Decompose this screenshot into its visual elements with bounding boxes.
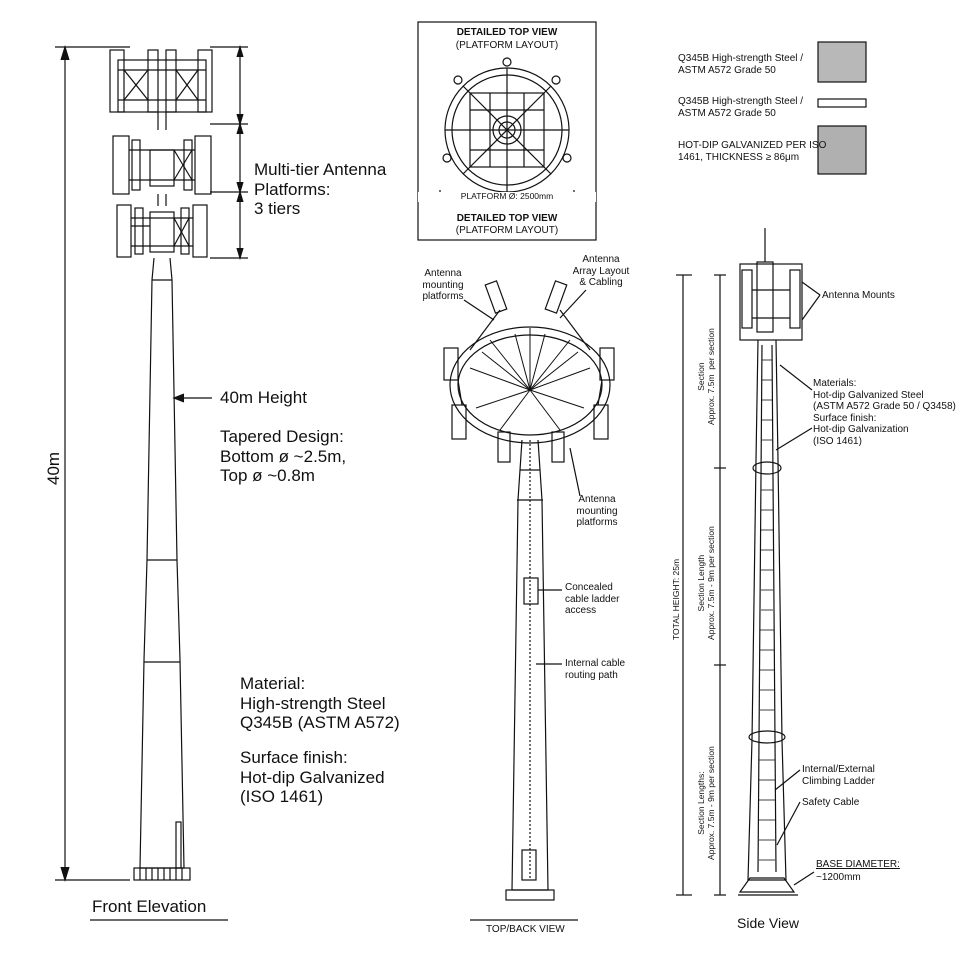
front-view-title: Front Elevation: [92, 897, 207, 916]
back-view-title: TOP/BACK VIEW: [486, 924, 565, 935]
section-1-dimension: Section Approx. 7.5m per section: [696, 328, 716, 425]
back-view-tower: [443, 280, 615, 921]
side-view-title: Side View: [737, 915, 800, 931]
top-view-platform-layout: [417, 21, 597, 241]
section-2-dimension: Section Length Approx. 7.5m - 9m per sec…: [696, 526, 716, 640]
base-diameter-title: BASE DIAMETER:: [816, 859, 900, 870]
antenna-mounts-label: Antenna Mounts: [822, 290, 895, 301]
finish-label: Surface finish: Hot-dip Galvanized (ISO …: [240, 748, 385, 807]
tiers-label: Multi-tier Antenna Platforms: 3 tiers: [254, 160, 387, 219]
safety-cable-label: Safety Cable: [802, 797, 860, 808]
material-legend: [817, 41, 867, 175]
mount-top-label: Antenna mounting platforms: [422, 268, 464, 302]
mount-bottom-label: Antenna mounting platforms: [576, 494, 618, 528]
side-view-tower: [676, 228, 821, 896]
legend-item-3: HOT-DIP GALVANIZED PER ISO 1461, THICKNE…: [678, 140, 827, 163]
array-label: Antenna Array Layout & Cabling: [572, 254, 630, 288]
taper-label: Tapered Design: Bottom ø ~2.5m, Top ø ~0…: [220, 427, 347, 486]
front-height-dimension: 40m: [44, 451, 63, 485]
top-view-title-2: DETAILED TOP VIEW: [456, 213, 558, 224]
section-3-dimension: Section Lengths: Approx. 7.5m - 9m per s…: [696, 746, 716, 860]
total-height-dimension: TOTAL HEIGHT: 25m: [671, 558, 681, 640]
top-view-title-1: DETAILED TOP VIEW: [456, 27, 558, 38]
side-materials-label: Materials: Hot-dip Galvanized Steel (AST…: [813, 378, 956, 447]
legend-item-1: Q345B High-strength Steel / ASTM A572 Gr…: [678, 53, 804, 76]
cable-ladder-label: Concealed cable ladder access: [565, 582, 620, 616]
material-label: Material: High-strength Steel Q345B (AST…: [240, 674, 400, 733]
height-label: 40m Height: [220, 388, 307, 407]
legend-item-2: Q345B High-strength Steel / ASTM A572 Gr…: [678, 96, 804, 119]
climbing-ladder-label: Internal/External Climbing Ladder: [802, 764, 875, 787]
top-view-subtitle-1: (PLATFORM LAYOUT): [455, 40, 559, 51]
top-view-subtitle-2: (PLATFORM LAYOUT): [455, 225, 559, 236]
front-elevation-tower: [55, 44, 248, 921]
base-diameter-value: ~1200mm: [816, 872, 861, 883]
cable-routing-label: Internal cable routing path: [565, 658, 626, 681]
platform-diameter-label: PLATFORM Ø: 2500mm: [418, 191, 596, 202]
